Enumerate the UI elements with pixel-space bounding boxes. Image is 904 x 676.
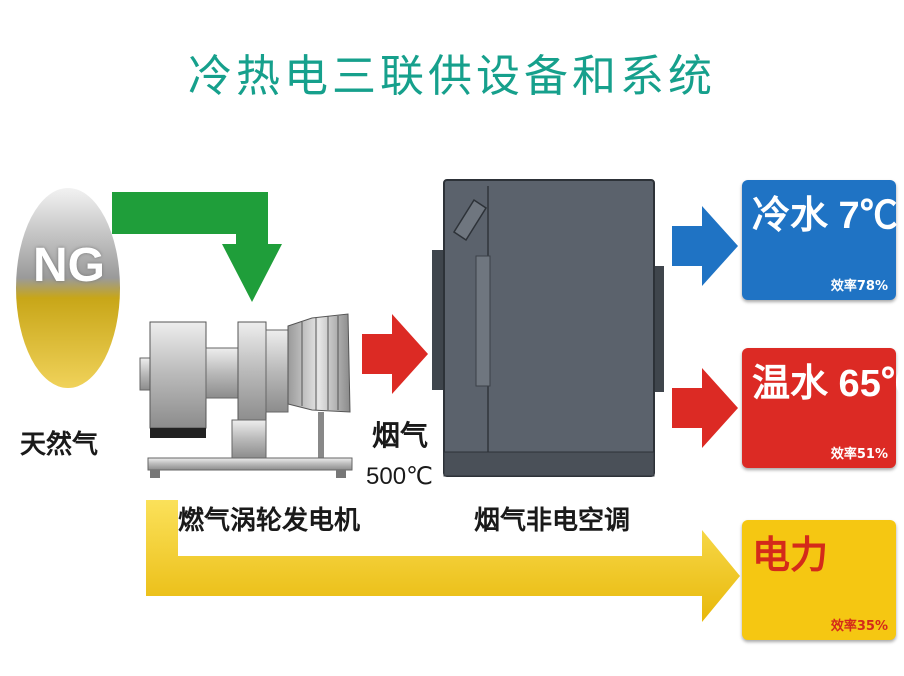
output-warm-water: 温水 65℃ 效率51% bbox=[742, 348, 904, 468]
natural-gas-sphere bbox=[16, 188, 120, 388]
electricity-arrow bbox=[146, 500, 740, 622]
output-cold-water-efficiency: 效率78% bbox=[830, 279, 888, 294]
exhaust-arrow bbox=[362, 314, 428, 394]
natural-gas-label: 天然气 bbox=[20, 430, 99, 460]
warm-water-arrow bbox=[672, 368, 738, 448]
turbine-label: 燃气涡轮发电机 bbox=[178, 506, 361, 536]
gas-turbine-generator bbox=[139, 313, 353, 478]
exhaust-chiller-unit bbox=[432, 179, 664, 477]
output-cold-water-name: 冷水 7℃ bbox=[752, 195, 898, 237]
output-cold-water: 冷水 7℃ 效率78% bbox=[742, 180, 898, 300]
exhaust-label: 烟气 bbox=[372, 419, 429, 452]
ng-symbol: NG bbox=[33, 239, 105, 292]
output-warm-water-name: 温水 65℃ bbox=[752, 363, 904, 405]
output-warm-water-efficiency: 效率51% bbox=[830, 447, 888, 462]
cold-water-arrow bbox=[672, 206, 738, 286]
chiller-label: 烟气非电空调 bbox=[474, 506, 631, 536]
gas-supply-arrow bbox=[112, 192, 282, 302]
exhaust-temperature: 500℃ bbox=[366, 463, 433, 490]
output-electricity-name: 电力 bbox=[752, 535, 829, 577]
output-electricity: 电力 效率35% bbox=[742, 520, 896, 640]
output-electricity-efficiency: 效率35% bbox=[830, 619, 888, 634]
page-title: 冷热电三联供设备和系统 bbox=[188, 51, 716, 102]
